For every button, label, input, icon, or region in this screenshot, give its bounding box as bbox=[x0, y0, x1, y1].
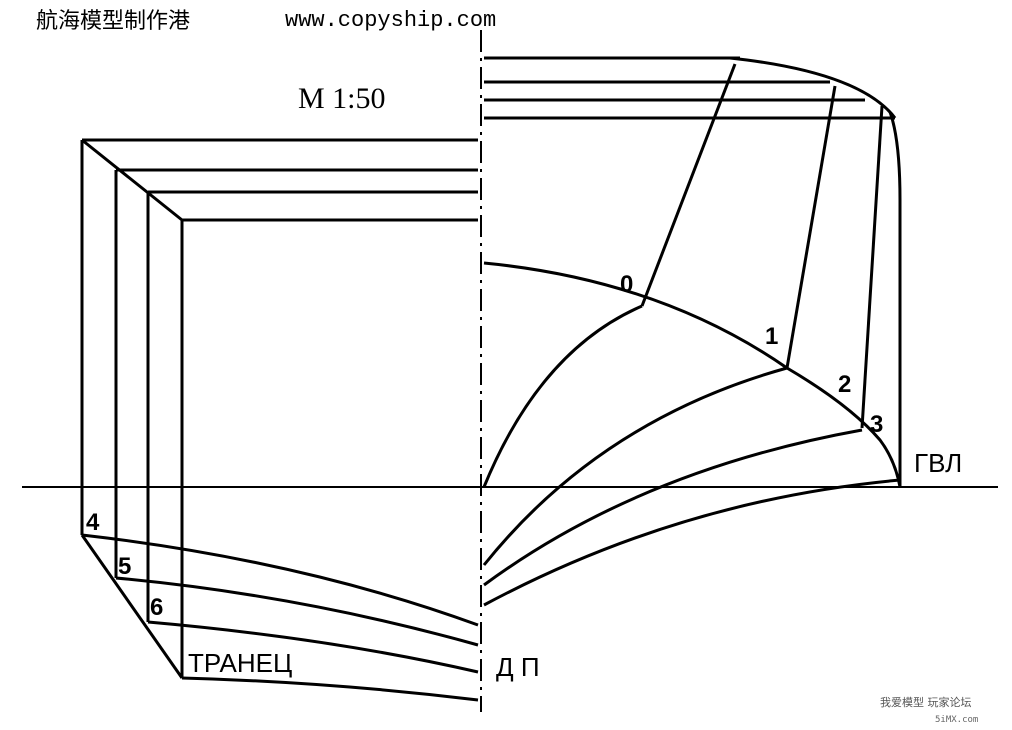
station-label-3: 3 bbox=[870, 411, 883, 438]
station-label-6: 6 bbox=[150, 594, 163, 621]
bow-bottom-2 bbox=[483, 428, 863, 587]
transom-label: ТРАНЕЦ bbox=[188, 648, 292, 678]
bow-stem bbox=[888, 111, 902, 487]
site-url: www.copyship.com bbox=[285, 8, 496, 33]
stern-bottom-5 bbox=[115, 576, 479, 647]
watermark-text: 我爱模型 玩家论坛 bbox=[880, 695, 972, 709]
bow-sheer-curve bbox=[729, 56, 897, 119]
stern-bottom-4 bbox=[81, 533, 479, 627]
bow-side-2 bbox=[860, 105, 884, 429]
centerline-label: Д П bbox=[496, 652, 540, 682]
hull-lines bbox=[22, 30, 998, 712]
bow-bottom-3 bbox=[483, 478, 901, 607]
stern-bottom-6 bbox=[147, 620, 479, 674]
station-label-1: 1 bbox=[765, 323, 778, 350]
stern-bottom-transom bbox=[181, 676, 479, 702]
bow-side-1 bbox=[785, 85, 837, 369]
station-label-0: 0 bbox=[620, 271, 633, 298]
waterline-label: ГВЛ bbox=[914, 448, 962, 478]
station-label-5: 5 bbox=[118, 553, 131, 580]
scale-label: М 1:50 bbox=[298, 82, 386, 115]
bow-side-0 bbox=[640, 63, 737, 307]
stern-sheer-diagonal bbox=[81, 138, 183, 222]
watermark-site: 5iMX.com bbox=[935, 715, 978, 725]
bow-chine-curve bbox=[483, 261, 902, 488]
bow-bottom-0 bbox=[482, 304, 643, 488]
bow-bottom-1 bbox=[482, 366, 788, 566]
site-title: 航海模型制作港 bbox=[36, 8, 190, 33]
stern-chine-diagonal bbox=[80, 534, 184, 679]
station-label-4: 4 bbox=[86, 509, 100, 536]
station-label-2: 2 bbox=[838, 371, 851, 398]
